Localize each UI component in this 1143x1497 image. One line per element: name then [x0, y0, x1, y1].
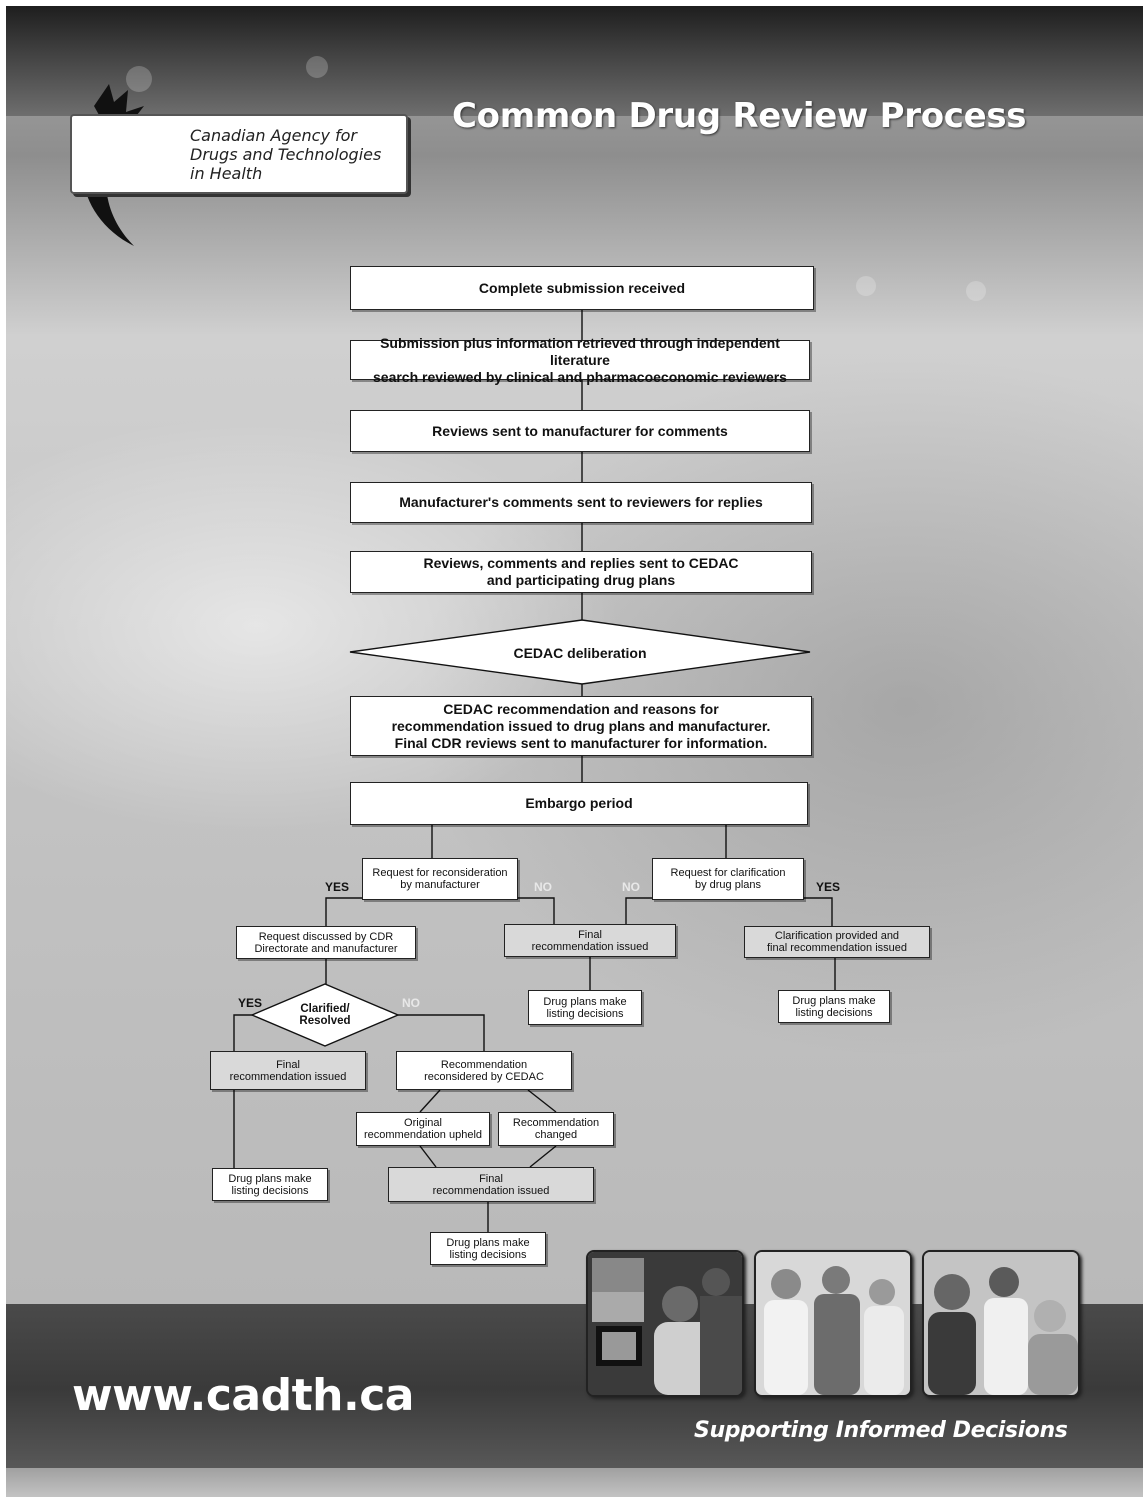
step-label: Request for reconsideration by manufactu…: [372, 867, 508, 891]
light-dot: [856, 276, 876, 296]
reviews-sent-step: Reviews sent to manufacturer for comment…: [350, 410, 810, 452]
header-band: [6, 6, 1143, 116]
step-label: CEDAC recommendation and reasons for rec…: [391, 700, 771, 751]
step-label: Recommendation reconsidered by CEDAC: [424, 1058, 544, 1083]
step-label: Request discussed by CDR Directorate and…: [254, 930, 398, 955]
photo-medical-team-image: [756, 1252, 910, 1395]
drug-plans-decisions-center: Drug plans make listing decisions: [528, 990, 642, 1025]
organization-name: Canadian Agency for Drugs and Technologi…: [190, 126, 400, 183]
logo-line: in Health: [190, 164, 263, 183]
step-label: Drug plans make listing decisions: [792, 994, 876, 1019]
drug-plans-decisions-bottom: Drug plans make listing decisions: [430, 1232, 546, 1265]
photo-radiology-workstation: [586, 1250, 744, 1397]
final-recommendation-left: Final recommendation issued: [210, 1051, 366, 1090]
recommendation-reconsidered-step: Recommendation reconsidered by CEDAC: [396, 1051, 572, 1090]
clarified-resolved-decision: Clarified/ Resolved: [252, 997, 398, 1033]
request-clarification-step: Request for clarification by drug plans: [652, 858, 804, 900]
cedac-recommendation-step: CEDAC recommendation and reasons for rec…: [350, 696, 812, 756]
step-label: Drug plans make listing decisions: [543, 995, 627, 1020]
complete-submission-step: Complete submission received: [350, 266, 814, 310]
photo-doctor-family-image: [924, 1252, 1078, 1395]
drug-plans-decisions-left: Drug plans make listing decisions: [212, 1168, 328, 1201]
logo-line: Drugs and Technologies: [190, 145, 382, 164]
clarified-resolved-text: Clarified/ Resolved: [299, 1003, 351, 1027]
step-label: Recommendation changed: [512, 1117, 600, 1141]
step-label: Clarification provided and final recomme…: [766, 930, 908, 954]
step-label: Drug plans make listing decisions: [446, 1236, 530, 1261]
step-label: Complete submission received: [478, 279, 686, 296]
website-url: www.cadth.ca: [72, 1370, 414, 1421]
logo-box: Canadian Agency for Drugs and Technologi…: [70, 114, 408, 194]
step-label: Request for clarification by drug plans: [670, 867, 786, 891]
recommendation-changed-step: Recommendation changed: [498, 1112, 614, 1146]
step-label: Original recommendation upheld: [363, 1117, 483, 1141]
footer-strip: [6, 1468, 1143, 1497]
no-label: NO: [622, 880, 640, 894]
photo-doctor-family: [922, 1250, 1080, 1397]
request-discussed-step: Request discussed by CDR Directorate and…: [236, 926, 416, 959]
photo-radiology-image: [588, 1252, 742, 1395]
manufacturer-comments-step: Manufacturer's comments sent to reviewer…: [350, 482, 812, 523]
step-label: Final recommendation issued: [531, 928, 649, 953]
step-label: Reviews sent to manufacturer for comment…: [432, 422, 728, 439]
step-label: Drug plans make listing decisions: [228, 1172, 312, 1197]
yes-label: YES: [816, 880, 841, 894]
light-dot: [966, 281, 986, 301]
step-label: Manufacturer's comments sent to reviewer…: [399, 494, 763, 510]
step-label: Embargo period: [525, 795, 633, 811]
tagline: Supporting Informed Decisions: [694, 1418, 1068, 1443]
page-title: Common Drug Review Process: [452, 96, 1027, 136]
logo-line: Canadian Agency for: [190, 126, 357, 145]
step-label: Reviews, comments and replies sent to CE…: [423, 555, 739, 588]
yes-label: YES: [238, 996, 263, 1010]
step-label: Final recommendation issued: [432, 1172, 550, 1197]
drug-plans-decisions-right: Drug plans make listing decisions: [778, 990, 890, 1023]
final-recommendation-bottom: Final recommendation issued: [388, 1167, 594, 1202]
embargo-period-step: Embargo period: [350, 782, 808, 825]
request-reconsideration-step: Request for reconsideration by manufactu…: [362, 858, 518, 900]
photo-medical-team: [754, 1250, 912, 1397]
no-label: NO: [402, 996, 420, 1010]
final-recommendation-center: Final recommendation issued: [504, 924, 676, 957]
step-label: Final recommendation issued: [229, 1058, 347, 1083]
submission-review-step: Submission plus information retrieved th…: [350, 335, 810, 385]
cedac-deliberation-decision: CEDAC deliberation: [513, 645, 647, 661]
original-upheld-step: Original recommendation upheld: [356, 1112, 490, 1146]
clarification-provided-step: Clarification provided and final recomme…: [744, 926, 930, 958]
reviews-to-cedac-step: Reviews, comments and replies sent to CE…: [350, 551, 812, 593]
light-dot: [306, 56, 328, 78]
light-dot: [126, 66, 152, 92]
step-label: Submission plus information retrieved th…: [373, 334, 787, 385]
no-label: NO: [534, 880, 552, 894]
yes-label: YES: [325, 880, 350, 894]
